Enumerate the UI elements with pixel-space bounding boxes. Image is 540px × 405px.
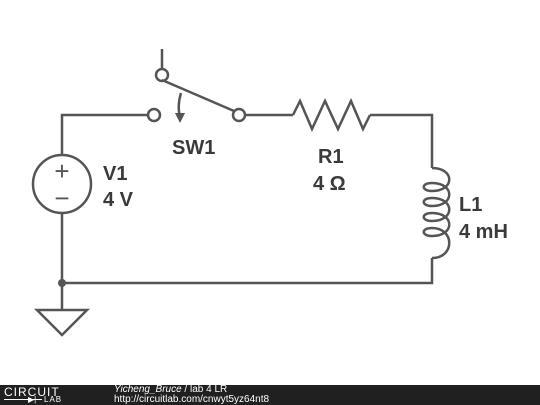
circuit-url-link[interactable]: http://circuitlab.com/cnwyt5yz64nt8 xyxy=(114,394,270,405)
switch-blade xyxy=(161,78,235,113)
logo-text-top: CIRCUIT xyxy=(4,385,60,399)
byline-separator: / xyxy=(181,384,190,395)
switch-pivot xyxy=(154,67,170,83)
inductor-value-label: 4 mH xyxy=(459,221,508,243)
voltage-source-v1 xyxy=(31,153,93,215)
switch-label: SW1 xyxy=(172,137,215,159)
source-value-label: 4 V xyxy=(103,189,134,211)
footer-bar: CIRCUIT ▶| LAB Yicheng_Bruce / lab 4 LR … xyxy=(0,385,540,405)
inductor-coil xyxy=(422,166,451,260)
resistor-r1 xyxy=(291,97,372,133)
switch-terminal-right xyxy=(231,107,247,123)
source-name-label: V1 xyxy=(103,163,127,185)
switch-sw1 xyxy=(146,49,247,123)
wire-left-top xyxy=(60,113,148,155)
source-plus-sign: + xyxy=(54,156,69,186)
author-link[interactable]: Yicheng_Bruce xyxy=(114,384,182,395)
circuit-title: lab 4 LR xyxy=(190,384,228,395)
circuit-byline: Yicheng_Bruce / lab 4 LR xyxy=(114,385,269,395)
resistor-name-label: R1 xyxy=(318,146,344,168)
wire-bottom xyxy=(60,213,434,285)
source-minus-sign: − xyxy=(54,183,69,213)
switch-arrow-head xyxy=(175,113,185,123)
ground-symbol xyxy=(33,279,91,337)
ground-junction-dot xyxy=(58,279,66,287)
wire-resistor-inductor xyxy=(370,113,434,168)
inductor-l1 xyxy=(422,166,451,260)
diode-icon: ▶| xyxy=(28,395,37,404)
logo-line xyxy=(4,399,42,400)
ground-triangle xyxy=(33,308,91,337)
switch-terminal-left xyxy=(146,107,162,123)
logo-text-bottom: LAB xyxy=(44,395,63,404)
resistor-value-label: 4 Ω xyxy=(313,173,346,195)
wires xyxy=(60,113,434,310)
circuit-info: Yicheng_Bruce / lab 4 LR http://circuitl… xyxy=(114,385,269,405)
inductor-name-label: L1 xyxy=(459,194,482,216)
source-circle xyxy=(31,153,93,215)
circuitlab-logo[interactable]: CIRCUIT ▶| LAB xyxy=(4,385,96,404)
